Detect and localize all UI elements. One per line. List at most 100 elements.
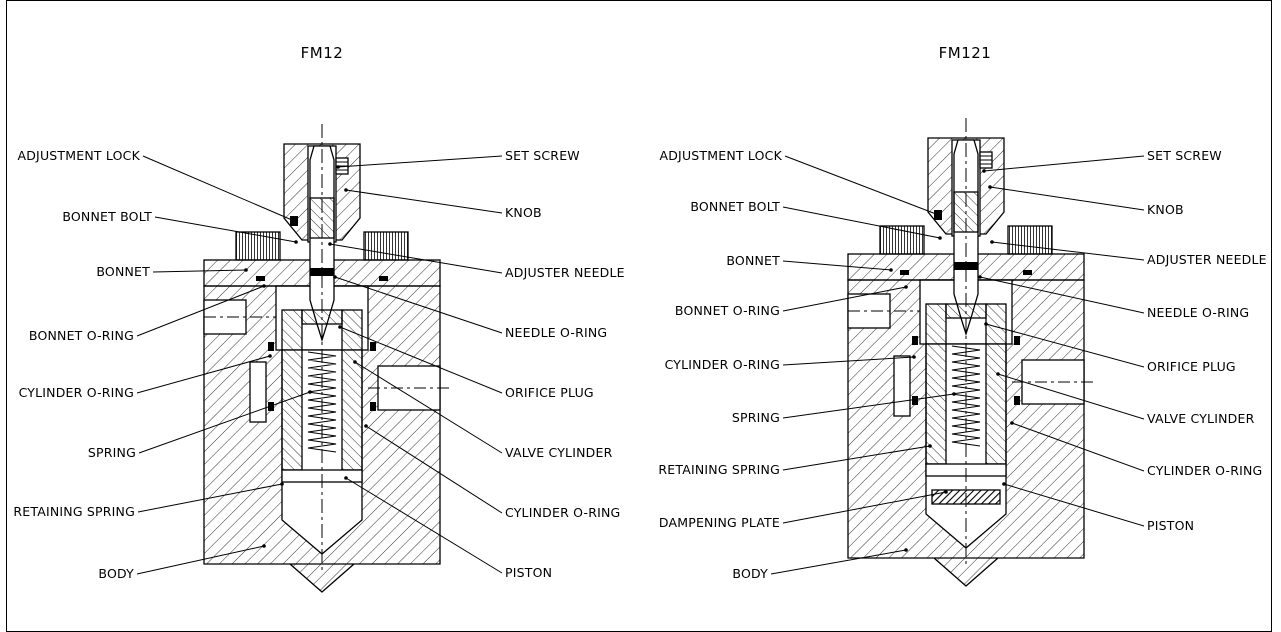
leader-dot — [328, 242, 332, 246]
leader-dot — [294, 240, 298, 244]
callout-label: RETAINING SPRING — [658, 462, 780, 477]
leader-line — [339, 326, 503, 394]
callout-label: BODY — [732, 566, 768, 581]
leader-line — [136, 545, 265, 575]
leader-line — [782, 491, 947, 524]
diagram-title: FM121 — [939, 44, 992, 62]
leader-line — [782, 286, 907, 312]
callout-label: KNOB — [505, 205, 542, 220]
callout-label: VALVE CYLINDER — [505, 445, 613, 460]
leader-dot — [984, 322, 988, 326]
leader-line — [784, 155, 937, 215]
leader-line — [329, 243, 503, 274]
leader-line — [989, 186, 1145, 211]
callout-label: KNOB — [1147, 202, 1184, 217]
leader-line — [345, 477, 503, 574]
leader-line — [334, 276, 503, 334]
leader-dot — [333, 275, 337, 279]
fm121-valve-drawing — [847, 117, 1097, 587]
leader-dot — [262, 284, 266, 288]
leader-dot — [268, 354, 272, 358]
callout-label: RETAINING SPRING — [13, 504, 135, 519]
diagram-title: FM12 — [301, 44, 344, 62]
leader-dot — [1010, 421, 1014, 425]
leader-line — [137, 483, 283, 513]
leader-line — [782, 445, 931, 471]
leader-dot — [308, 390, 312, 394]
callout-label: ADJUSTMENT LOCK — [17, 148, 140, 163]
leader-dot — [978, 275, 982, 279]
leader-line — [1003, 483, 1145, 527]
leader-line — [142, 155, 293, 221]
leader-line — [985, 323, 1145, 368]
leader-line — [782, 356, 915, 366]
callout-label: DAMPENING PLATE — [659, 515, 780, 530]
label-layer: FM12 FM121 ADJUSTMENT LOCK BONNET BOLT B… — [13, 44, 1266, 581]
dampening-plate — [931, 489, 1001, 505]
leader-line — [337, 155, 503, 168]
leader-dot — [990, 240, 994, 244]
leader-dot — [904, 548, 908, 552]
callout-label: NEEDLE O-RING — [505, 325, 607, 340]
callout-label: CYLINDER O-RING — [19, 385, 134, 400]
callout-label: BONNET — [96, 264, 150, 279]
callout-label: ADJUSTMENT LOCK — [659, 148, 782, 163]
leader-dot — [938, 236, 942, 240]
leader-dot — [996, 372, 1000, 376]
leader-line — [154, 216, 297, 243]
callout-label: BONNET BOLT — [690, 199, 780, 214]
leader-lines — [136, 155, 1145, 575]
callout-label: SPRING — [732, 410, 780, 425]
callout-label: NEEDLE O-RING — [1147, 305, 1249, 320]
leader-dot — [944, 490, 948, 494]
leader-dot — [952, 392, 956, 396]
leader-line — [782, 260, 892, 271]
leader-line — [136, 285, 265, 337]
callout-label: BODY — [98, 566, 134, 581]
leader-dot — [364, 424, 368, 428]
leader-line — [138, 391, 311, 454]
leader-line — [782, 206, 941, 239]
leader-line — [782, 393, 955, 419]
leader-dot — [889, 268, 893, 272]
callout-label: BONNET O-RING — [29, 328, 134, 343]
leader-dot — [344, 476, 348, 480]
callout-label: SET SCREW — [1147, 148, 1222, 163]
callout-label: VALVE CYLINDER — [1147, 411, 1255, 426]
leader-line — [770, 549, 907, 575]
callout-label: CYLINDER O-RING — [1147, 463, 1262, 478]
callout-label: BONNET — [726, 253, 780, 268]
callout-label: CYLINDER O-RING — [665, 357, 780, 372]
leader-dot — [344, 188, 348, 192]
callout-label: ORIFICE PLUG — [505, 385, 594, 400]
callout-label: SPRING — [88, 445, 136, 460]
leader-dot — [353, 360, 357, 364]
leader-dot — [1002, 482, 1006, 486]
leader-line — [983, 155, 1145, 172]
leader-dot — [280, 482, 284, 486]
callout-label: PISTON — [505, 565, 552, 580]
callout-label: PISTON — [1147, 518, 1194, 533]
leader-line — [345, 189, 503, 214]
leader-line — [991, 241, 1145, 261]
callout-label: CYLINDER O-RING — [505, 505, 620, 520]
leader-dot — [982, 169, 986, 173]
callout-label: BONNET BOLT — [62, 209, 152, 224]
leader-line — [354, 361, 503, 454]
leader-dot — [336, 165, 340, 169]
leader-dot — [904, 285, 908, 289]
leader-line — [1011, 422, 1145, 472]
leader-dot — [912, 355, 916, 359]
leader-dot — [338, 325, 342, 329]
callout-label: ADJUSTER NEEDLE — [505, 265, 625, 280]
leader-line — [979, 276, 1145, 314]
leader-dot — [290, 218, 294, 222]
leader-dot — [928, 444, 932, 448]
leader-dot — [934, 212, 938, 216]
callout-label: ADJUSTER NEEDLE — [1147, 252, 1267, 267]
callout-label: ORIFICE PLUG — [1147, 359, 1236, 374]
leader-dot — [244, 268, 248, 272]
leader-line — [365, 425, 503, 514]
leader-line — [997, 373, 1145, 420]
